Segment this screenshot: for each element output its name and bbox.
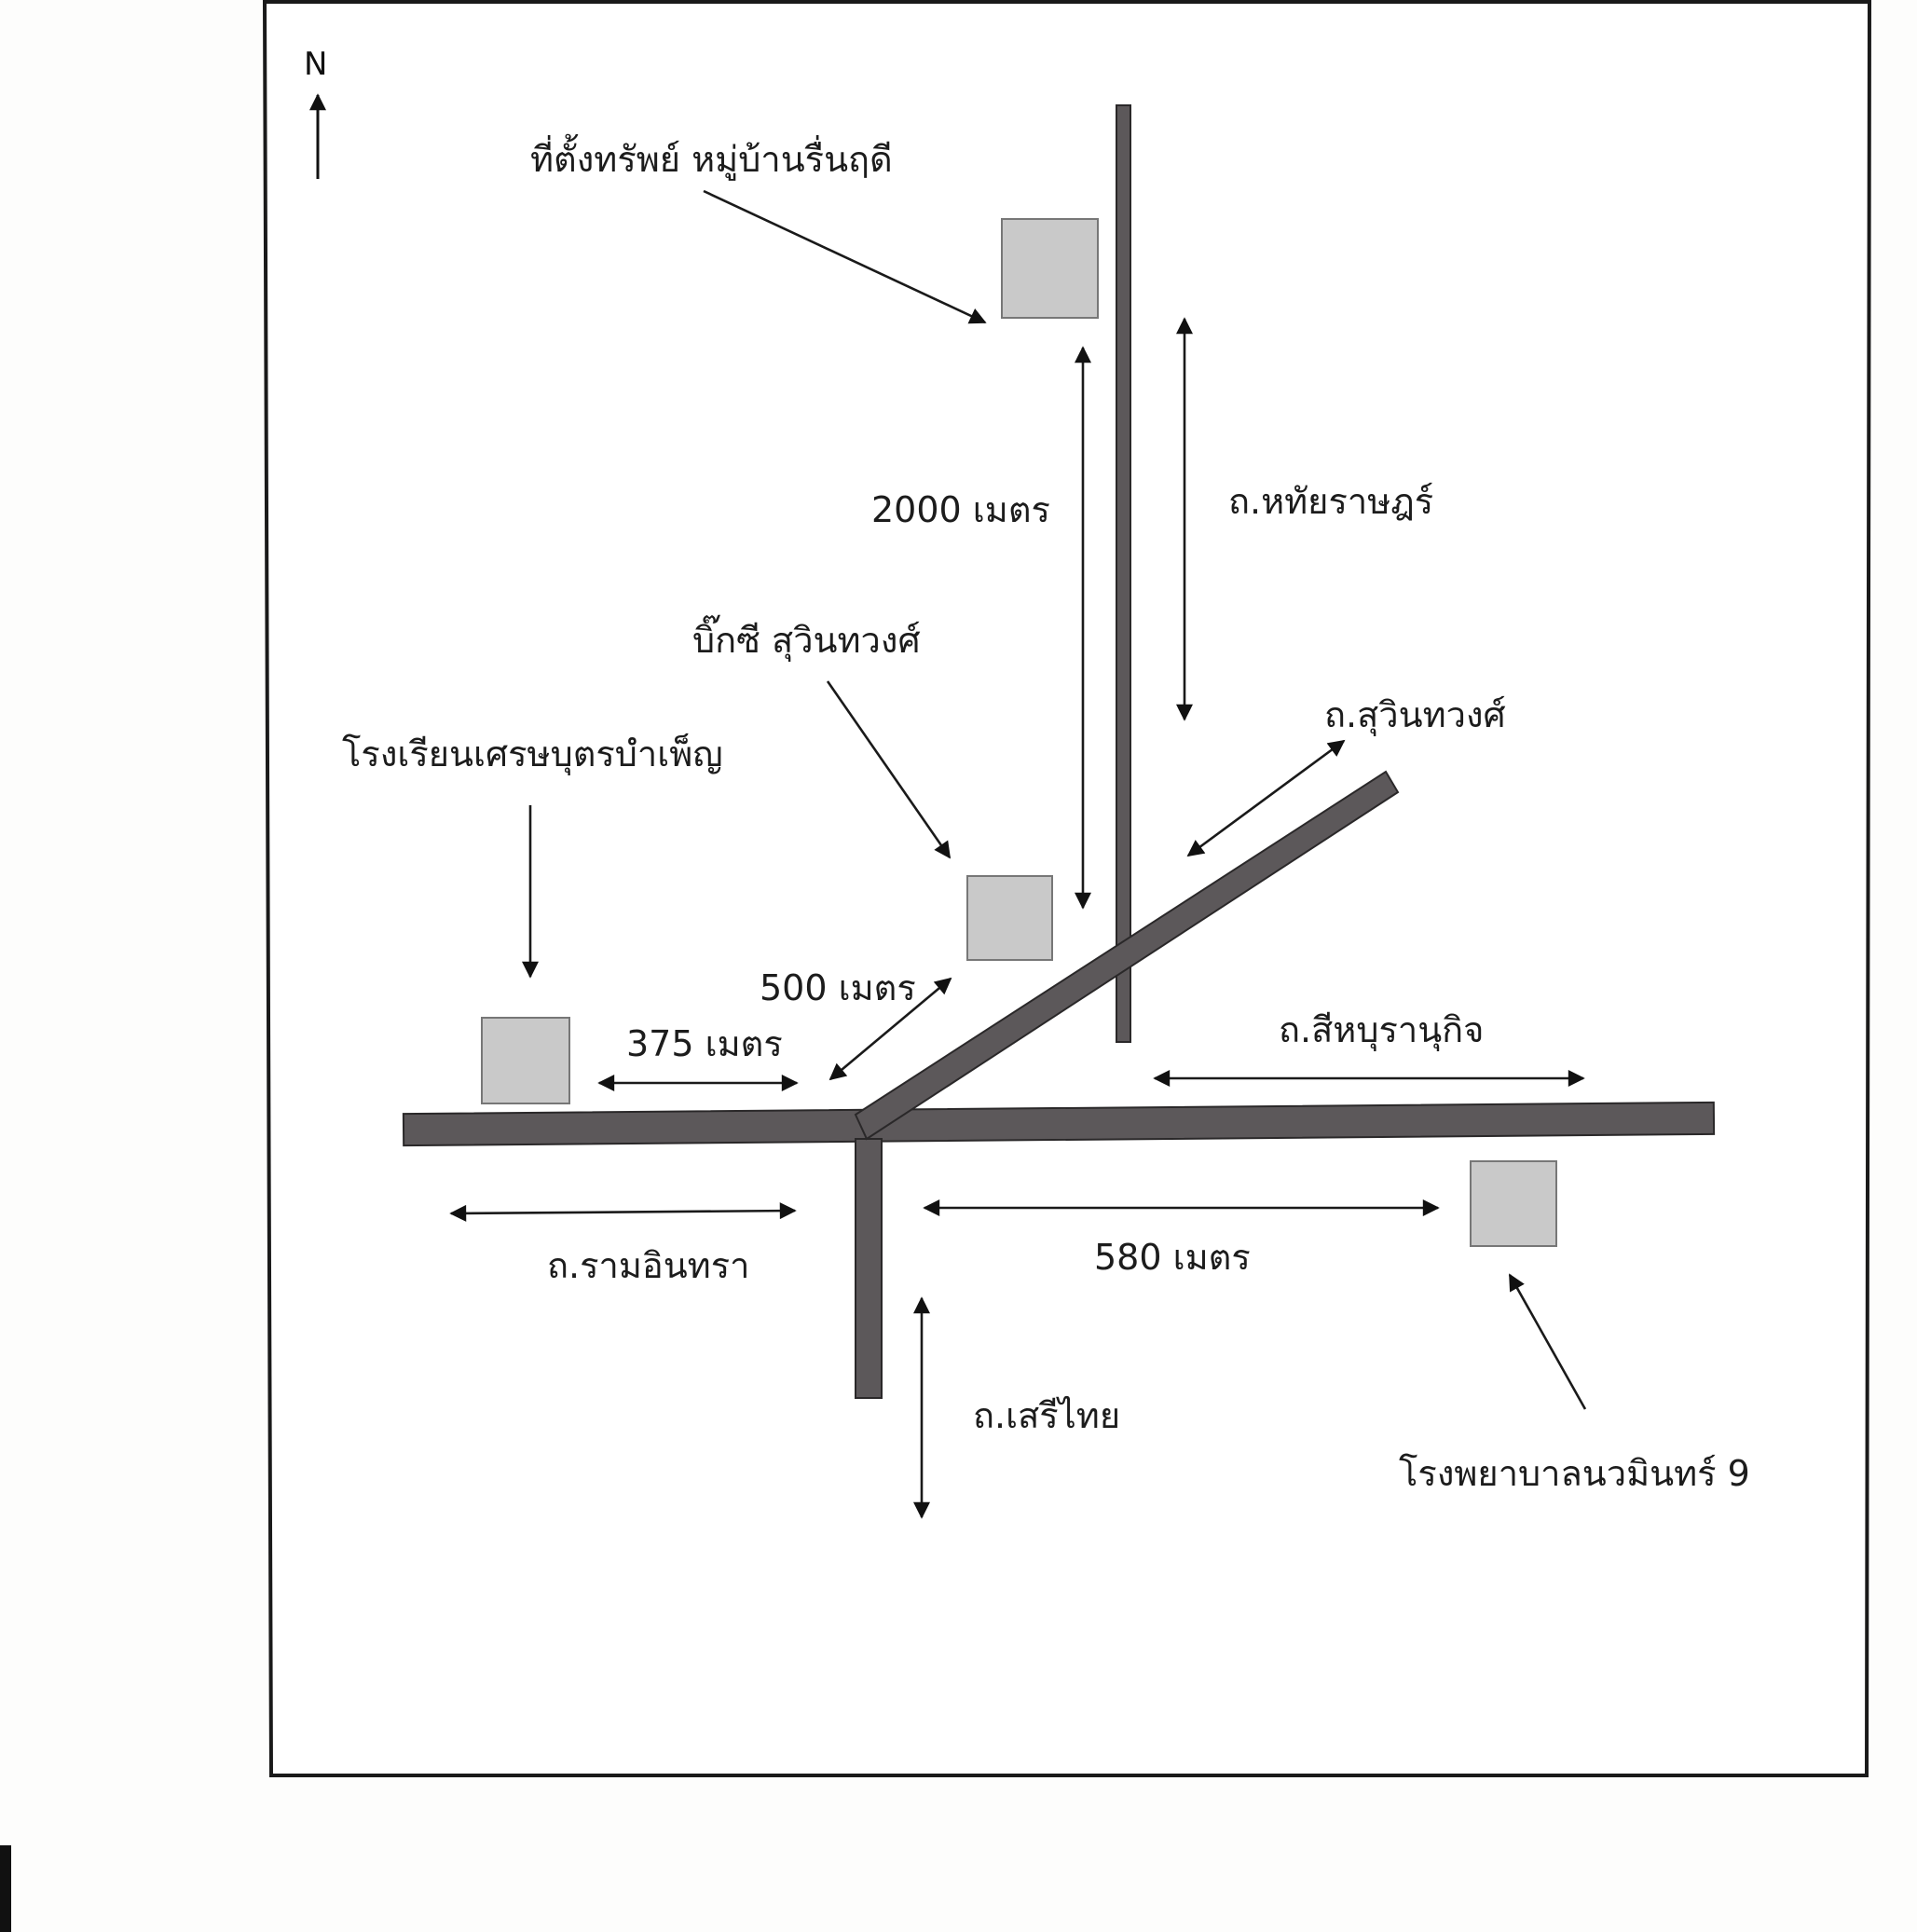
distance-375-label: 375 เมตร [626, 1023, 783, 1064]
road-sihaburanukit-ram-inthra [402, 1101, 1716, 1147]
suwinthawong-road-label: ถ.สุวินทวงศ์ [1324, 694, 1506, 736]
north-label: N [304, 46, 327, 83]
sihaburanukit-road-label: ถ.สีหบุรานุกิจ [1279, 1009, 1484, 1051]
road-suwinthawong [854, 770, 1400, 1141]
distance-500-arrow-icon [828, 977, 952, 1081]
distance-2000-label: 2000 เมตร [871, 489, 1050, 530]
hathairat-road-label: ถ.หทัยราษฎร์ [1228, 481, 1433, 522]
property-pointer-arrow-icon [703, 189, 987, 324]
road-seri-thai [855, 1138, 883, 1399]
school-building-icon [481, 1017, 570, 1104]
road-hathairat [1116, 104, 1131, 1043]
property-building-icon [1001, 218, 1099, 319]
hospital-label: โรงพยาบาลนวมินทร์ 9 [1399, 1453, 1750, 1494]
ram-inthra-road-arrow-icon [449, 1202, 797, 1222]
hospital-pointer-arrow-icon [1508, 1273, 1587, 1410]
school-label: โรงเรียนเศรษบุตรบำเพ็ญ [342, 733, 723, 775]
distance-500-label: 500 เมตร [760, 967, 916, 1008]
suwinthawong-road-arrow-icon [1186, 739, 1346, 857]
property-label: ที่ตั้งทรัพย์ หมู่บ้านรื่นฤดี [530, 133, 893, 181]
distance-580-label: 580 เมตร [1094, 1237, 1251, 1278]
scan-edge-mark [0, 1845, 11, 1932]
map-frame [262, 0, 1872, 1777]
seri-thai-road-label: ถ.เสรีไทย [973, 1395, 1120, 1436]
big-c-building-icon [966, 875, 1053, 961]
big-c-label: บิ๊กซี สุวินทวงศ์ [692, 615, 921, 662]
ram-inthra-road-label: ถ.รามอินทรา [547, 1245, 749, 1286]
big-c-pointer-arrow-icon [826, 680, 952, 859]
hospital-building-icon [1470, 1160, 1557, 1247]
